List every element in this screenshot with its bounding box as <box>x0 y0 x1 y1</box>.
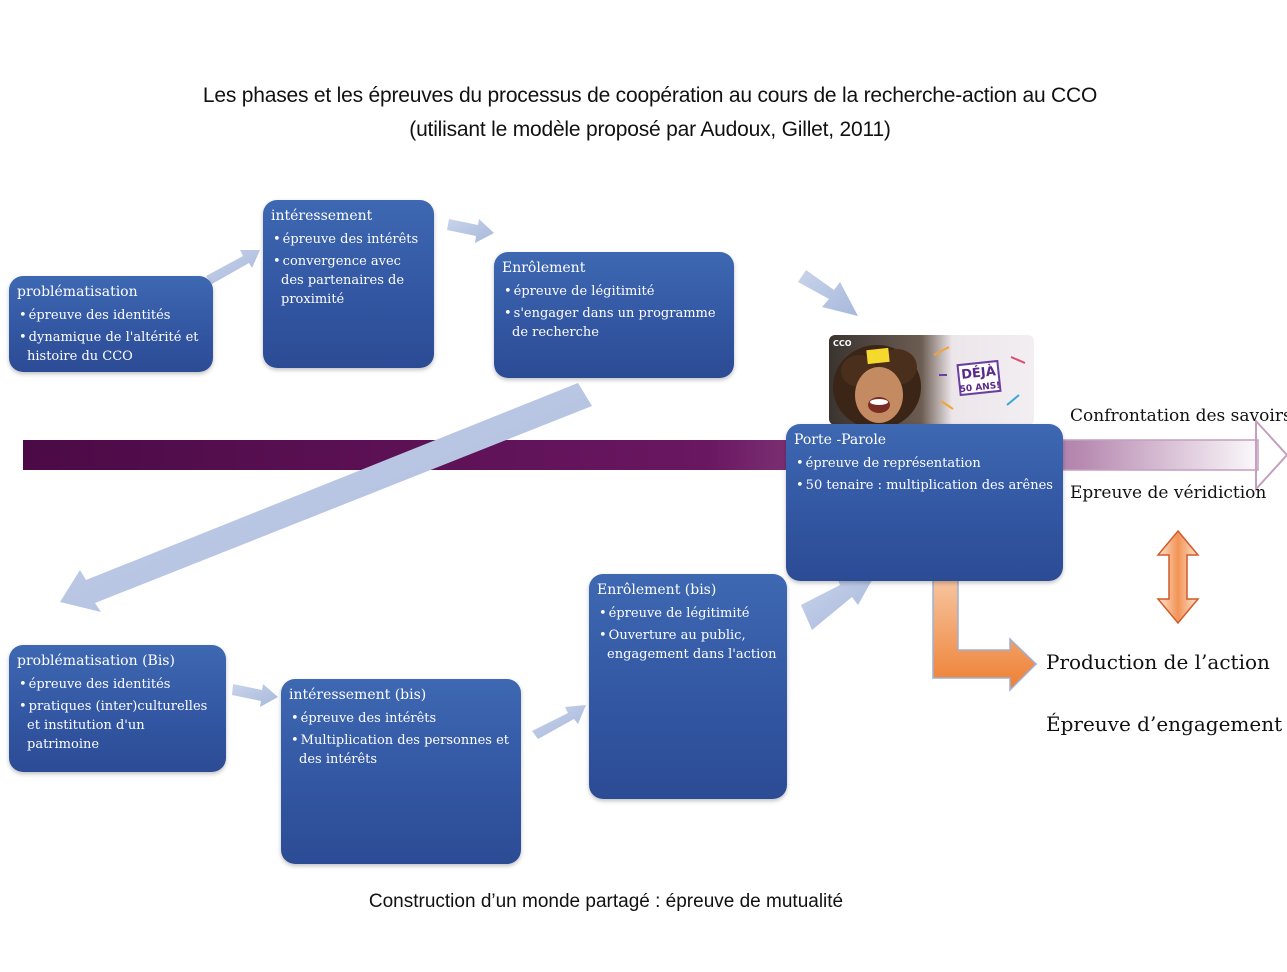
box-interessement-item: convergence avec des partenaires de prox… <box>271 252 426 309</box>
box-porte-parole: Porte -Parole épreuve de représentation … <box>786 424 1063 581</box>
poster-line-2: 50 ANS! <box>959 381 1001 395</box>
box-enrolement-item: s'engager dans un programme de recherche <box>502 304 726 342</box>
diagram-title: Les phases et les épreuves du processus … <box>202 84 1098 107</box>
diagram-subtitle: (utilisant le modèle proposé par Audoux,… <box>409 118 891 141</box>
arrow-interbis-to-enrolbis <box>532 705 586 739</box>
box-interessement-bis-item: épreuve des intérêts <box>289 709 513 728</box>
box-interessement-item: épreuve des intérêts <box>271 230 426 249</box>
poster-line-1: DÉJÀ <box>960 363 996 383</box>
arrow-enrolement-to-porteparole <box>798 270 858 316</box>
arrow-problematisation-to-interessement <box>206 250 260 284</box>
box-problematisation-bis-item: pratiques (inter)culturelles et institut… <box>17 697 218 754</box>
cco-poster-image: DÉJÀ 50 ANS! CCO <box>829 335 1034 425</box>
box-enrolement: Enrôlement épreuve de légitimité s'engag… <box>494 252 734 378</box>
label-confrontation: Confrontation des savoirs <box>1070 406 1287 426</box>
timeline-arrow <box>23 418 1287 492</box>
label-production: Production de l’action <box>1046 650 1270 674</box>
production-arrow <box>932 575 1038 692</box>
box-interessement-bis-item: Multiplication des personnes et des inté… <box>289 731 513 769</box>
box-problematisation-bis-title: problématisation (Bis) <box>17 653 175 669</box>
box-interessement-bis: intéressement (bis) épreuve des intérêts… <box>281 679 521 864</box>
box-enrolement-bis-title: Enrôlement (bis) <box>597 582 717 598</box>
arrow-probbis-to-interbis <box>232 684 278 707</box>
double-arrow <box>1156 529 1200 625</box>
box-interessement-title: intéressement <box>271 208 373 224</box>
box-enrolement-bis-item: épreuve de légitimité <box>597 604 779 623</box>
box-interessement: intéressement épreuve des intérêts conve… <box>263 200 434 368</box>
box-porte-parole-title: Porte -Parole <box>794 432 887 448</box>
return-arrow <box>60 383 592 612</box>
label-veridiction: Epreuve de véridiction <box>1070 483 1267 503</box>
box-interessement-bis-title: intéressement (bis) <box>289 687 427 703</box>
box-porte-parole-item: 50 tenaire : multiplication des arênes <box>794 476 1055 495</box>
box-problematisation-item: épreuve des identités <box>17 306 205 325</box>
label-engagement: Épreuve d’engagement <box>1046 712 1283 736</box>
box-porte-parole-item: épreuve de représentation <box>794 454 1055 473</box>
box-problematisation-title: problématisation <box>17 284 138 300</box>
box-problematisation-bis: problématisation (Bis) épreuve des ident… <box>9 645 226 772</box>
box-problematisation-bis-item: épreuve des identités <box>17 675 218 694</box>
diagram-footer: Construction d’un monde partagé : épreuv… <box>368 891 844 912</box>
poster-corner-logo: CCO <box>833 339 852 348</box>
arrow-enrolbis-to-porteparole <box>801 573 876 630</box>
box-enrolement-bis: Enrôlement (bis) épreuve de légitimité O… <box>589 574 787 799</box>
box-enrolement-title: Enrôlement <box>502 260 586 276</box>
box-enrolement-bis-item: Ouverture au public, engagement dans l'a… <box>597 626 779 664</box>
box-enrolement-item: épreuve de légitimité <box>502 282 726 301</box>
box-problematisation-item: dynamique de l'altérité et histoire du C… <box>17 328 205 366</box>
arrow-interessement-to-enrolement <box>447 219 494 243</box>
box-problematisation: problématisation épreuve des identités d… <box>9 276 213 372</box>
